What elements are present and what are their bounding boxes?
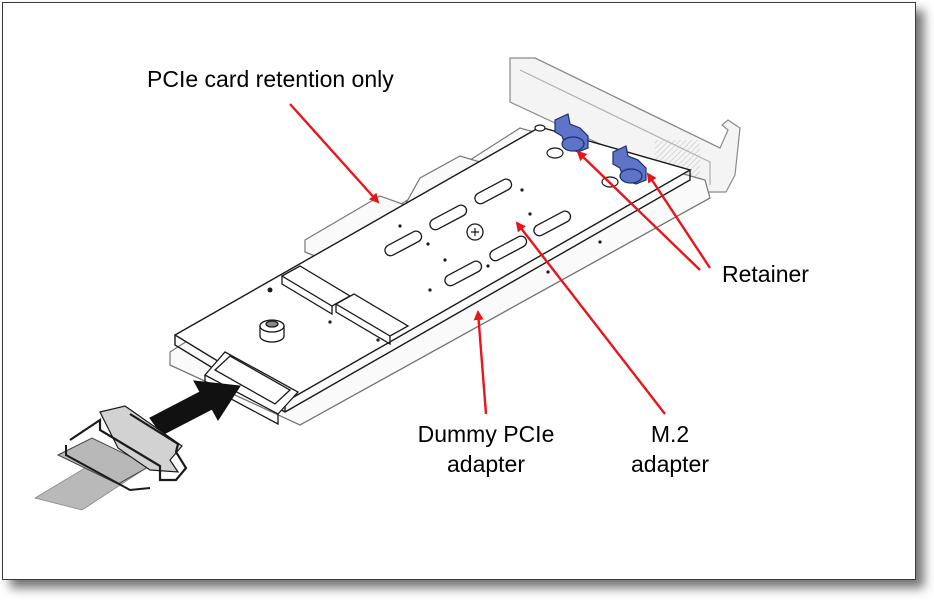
board-vias	[267, 188, 602, 342]
label-m2-line1: M.2	[650, 421, 690, 447]
label-retainer: Retainer	[722, 261, 809, 287]
callout-arrows	[289, 103, 712, 415]
callout-m2-arrow	[515, 221, 666, 415]
callout-retainer-arrow-1	[576, 150, 701, 271]
callout-retainer-arrow-2	[646, 172, 712, 269]
label-dummy-line2: adapter	[446, 451, 525, 477]
insert-arrow	[149, 380, 241, 436]
m2-connectors	[280, 265, 410, 346]
label-pcie-card-retention: PCIe card retention only	[147, 66, 394, 92]
callout-dummy-arrow	[473, 310, 488, 415]
cable-port	[203, 351, 300, 426]
retainer-clips	[554, 113, 647, 185]
standoff-screw	[259, 319, 285, 343]
cable-connector	[33, 405, 188, 511]
mounting-slots	[384, 178, 572, 287]
label-m2-line2: adapter	[630, 451, 709, 477]
label-dummy-line1: Dummy PCIe	[417, 421, 555, 447]
label-dummy-pcie-adapter: Dummy PCIe adapter	[400, 419, 572, 479]
label-m2-adapter: M.2 adapter	[612, 419, 728, 479]
callout-retention-arrow	[289, 103, 380, 204]
